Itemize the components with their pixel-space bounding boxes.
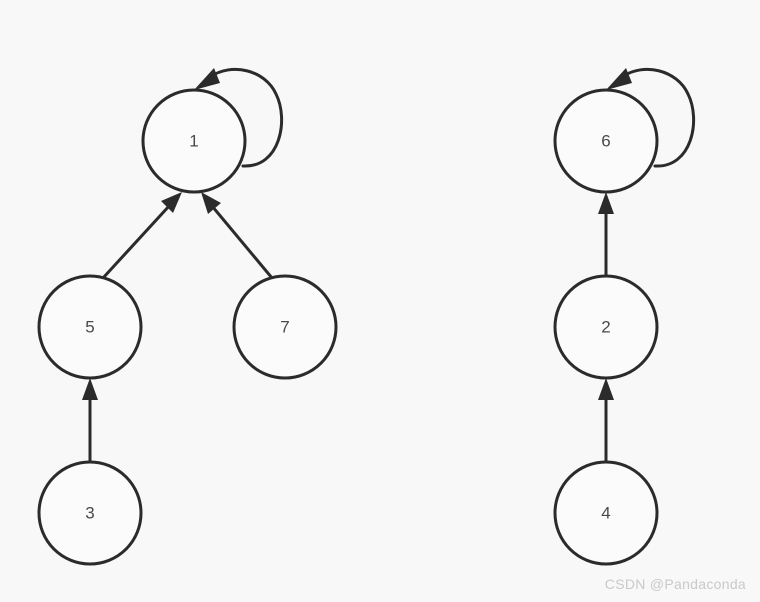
node-label: 5	[85, 318, 94, 337]
node-circle[interactable]	[141, 88, 247, 194]
node-3[interactable]: 3	[37, 460, 143, 566]
node-label: 4	[601, 504, 610, 523]
arrow-head-icon	[194, 68, 220, 90]
node-5[interactable]: 5	[37, 274, 143, 380]
arrow-head-icon	[82, 378, 98, 400]
edge-4-to-2	[598, 378, 614, 462]
node-label: 3	[85, 504, 94, 523]
node-circle[interactable]	[553, 274, 659, 380]
node-circle[interactable]	[553, 460, 659, 566]
self-loop-path	[208, 68, 284, 168]
node-circle[interactable]	[553, 88, 659, 194]
arrow-head-icon	[201, 192, 221, 214]
edge-7-to-1	[201, 192, 274, 279]
arrow-head-icon	[161, 192, 182, 213]
edge-line	[210, 205, 274, 279]
node-circle[interactable]	[37, 274, 143, 380]
arrow-head-icon	[598, 378, 614, 400]
node-label: 1	[189, 132, 198, 151]
self-loop-path	[620, 68, 696, 168]
node-circle[interactable]	[37, 460, 143, 566]
node-1[interactable]: 1	[141, 88, 247, 194]
node-4[interactable]: 4	[553, 460, 659, 566]
node-2[interactable]: 2	[553, 274, 659, 380]
arrow-head-icon	[598, 192, 614, 214]
edge-5-to-1	[101, 192, 182, 280]
edge-1-self-loop	[194, 68, 284, 168]
edge-6-self-loop	[606, 68, 696, 168]
node-7[interactable]: 7	[232, 274, 338, 380]
arrow-head-icon	[606, 68, 632, 90]
edge-3-to-5	[82, 378, 98, 462]
edge-2-to-6	[598, 192, 614, 276]
node-6[interactable]: 6	[553, 88, 659, 194]
edge-line	[101, 203, 172, 280]
node-label: 2	[601, 318, 610, 337]
node-label: 6	[601, 132, 610, 151]
node-circle[interactable]	[232, 274, 338, 380]
node-label: 7	[280, 318, 289, 337]
watermark: CSDN @Pandaconda	[604, 576, 746, 592]
